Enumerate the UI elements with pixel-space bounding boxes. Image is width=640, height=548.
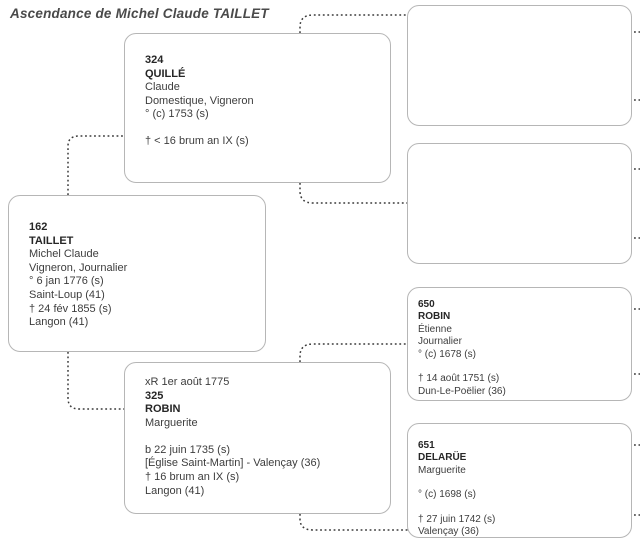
person-detail-line: [418, 477, 623, 489]
connector-mother-to-mgf: [299, 343, 408, 362]
person-detail-line: Langon (41): [145, 484, 205, 497]
person-detail-line: † 27 juin 1742 (s): [418, 514, 496, 525]
person-detail-line: Saint-Loup (41): [29, 288, 105, 301]
person-detail-line: Domestique, Vigneron: [145, 94, 254, 107]
person-detail-line: Marguerite: [418, 464, 466, 476]
connector-mother-to-mgm: [299, 514, 408, 531]
person-surname: ROBIN: [418, 311, 451, 323]
person-surname: QUILLÉ: [145, 67, 186, 80]
person-detail-line: † 16 brum an IX (s): [145, 470, 240, 483]
connector-father-to-pgf: [299, 14, 408, 33]
person-detail-line: † < 16 brum an IX (s): [145, 135, 249, 148]
person-id: 324: [145, 54, 164, 66]
person-details: Marguerite b 22 juin 1735 (s)[Église Sain…: [145, 417, 376, 498]
person-detail-line: Claude: [145, 81, 180, 94]
person-detail-line: b 22 juin 1735 (s): [145, 443, 230, 456]
person-detail-line: [145, 430, 376, 443]
page-title: Ascendance de Michel Claude TAILLET: [10, 6, 269, 21]
person-box-mother-325: xR 1er août 1775 325 ROBIN Marguerite b 2…: [124, 362, 391, 514]
connector-father-to-pgm: [299, 183, 408, 204]
person-detail-line: [418, 361, 623, 373]
person-surname: ROBIN: [145, 403, 181, 416]
person-surname: TAILLET: [29, 234, 74, 247]
person-box-paternal-grandfather-empty: [407, 5, 632, 126]
person-detail-line: [418, 502, 623, 514]
person-details: Marguerite ° (c) 1698 (s) † 27 juin 1742 (…: [418, 465, 623, 539]
person-box-maternal-grandmother-651: 651 DELARÜE Marguerite ° (c) 1698 (s) † 27…: [407, 423, 632, 538]
connector-root-to-mother: [67, 352, 125, 410]
person-detail-line: Marguerite: [145, 416, 198, 429]
person-detail-line: ° (c) 1698 (s): [418, 489, 476, 501]
marriage-date: xR 1er août 1775: [145, 376, 230, 388]
person-detail-line: † 14 août 1751 (s): [418, 373, 500, 385]
person-detail-line: ° (c) 1753 (s): [145, 108, 209, 121]
person-detail-line: Langon (41): [29, 316, 89, 329]
person-detail-line: † 24 fév 1855 (s): [29, 302, 112, 315]
person-id: 162: [29, 221, 48, 233]
person-box-paternal-grandmother-empty: [407, 143, 632, 264]
person-detail-line: Vigneron, Journalier: [29, 261, 128, 274]
person-surname: DELARÜE: [418, 452, 467, 464]
person-id: 325: [145, 389, 164, 402]
person-id: 650: [418, 299, 435, 310]
person-detail-line: [Église Saint-Martin] - Valençay (36): [145, 457, 321, 470]
person-detail-line: Journalier: [418, 336, 462, 348]
connector-root-to-father: [67, 135, 125, 195]
person-detail-line: ° 6 jan 1776 (s): [29, 275, 104, 288]
person-id: 651: [418, 440, 435, 451]
person-detail-line: Michel Claude: [29, 248, 99, 261]
person-detail-line: Valençay (36): [418, 526, 479, 538]
person-detail-line: ° (c) 1678 (s): [418, 348, 476, 360]
person-detail-line: Dun-Le-Poëlier (36): [418, 385, 506, 397]
person-detail-line: Étienne: [418, 323, 452, 335]
person-detail-line: [145, 122, 376, 135]
